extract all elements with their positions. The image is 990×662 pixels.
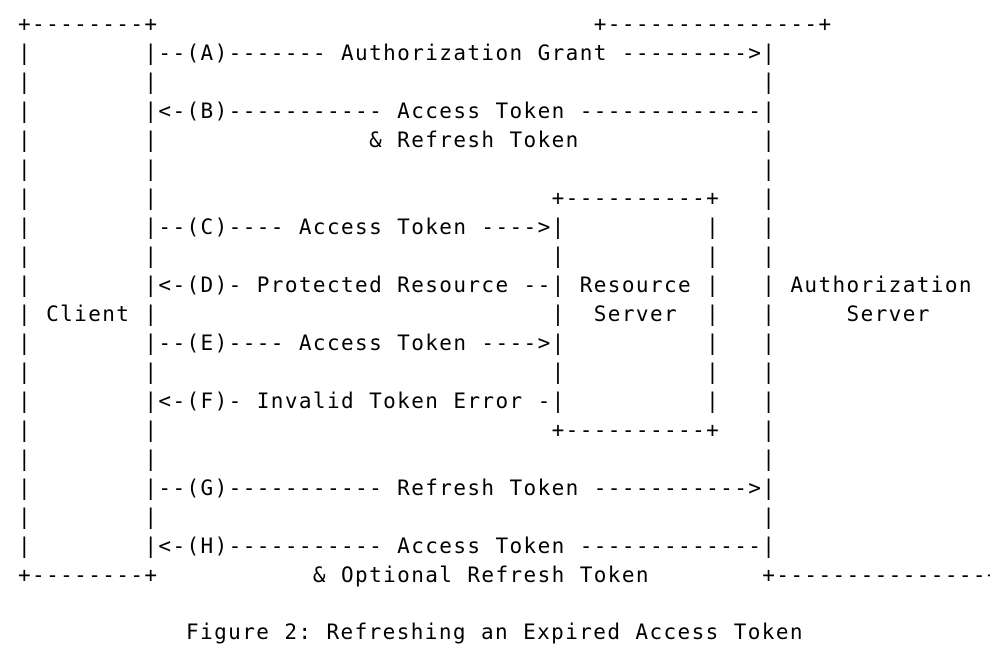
- diagram-line-15: | | +----------+ | |: [18, 418, 990, 442]
- diagram-line-9: | | | | | |: [18, 244, 990, 268]
- figure-caption: Figure 2: Refreshing an Expired Access T…: [186, 620, 804, 644]
- diagram-line-3: | | | |: [18, 70, 990, 94]
- diagram-line-12: | |--(E)---- Access Token ---->| | | |: [18, 331, 990, 355]
- diagram-line-8: | |--(C)---- Access Token ---->| | | |: [18, 215, 990, 239]
- diagram-line-11: | Client | | Server | | Server |: [18, 302, 990, 326]
- diagram-line-14: | |<-(F)- Invalid Token Error -| | | |: [18, 389, 990, 413]
- oauth-refresh-flow-diagram: +--------+ +---------------+ | |--(A)----…: [18, 10, 990, 590]
- diagram-line-16: | | | |: [18, 447, 990, 471]
- diagram-line-17: | |--(G)----------- Refresh Token ------…: [18, 476, 990, 500]
- diagram-line-6: | | | |: [18, 157, 990, 181]
- diagram-line-4: | |<-(B)----------- Access Token -------…: [18, 99, 990, 123]
- diagram-line-1: +--------+ +---------------+: [18, 12, 833, 36]
- diagram-line-18: | | | |: [18, 505, 990, 529]
- diagram-line-5: | | & Refresh Token | |: [18, 128, 990, 152]
- diagram-line-2: | |--(A)------- Authorization Grant ----…: [18, 41, 990, 65]
- diagram-line-10: | |<-(D)- Protected Resource --| Resourc…: [18, 273, 990, 297]
- diagram-line-7: | | +----------+ | |: [18, 186, 990, 210]
- diagram-line-20: +--------+ & Optional Refresh Token +---…: [18, 563, 990, 587]
- diagram-line-19: | |<-(H)----------- Access Token -------…: [18, 534, 990, 558]
- diagram-line-13: | | | | | |: [18, 360, 990, 384]
